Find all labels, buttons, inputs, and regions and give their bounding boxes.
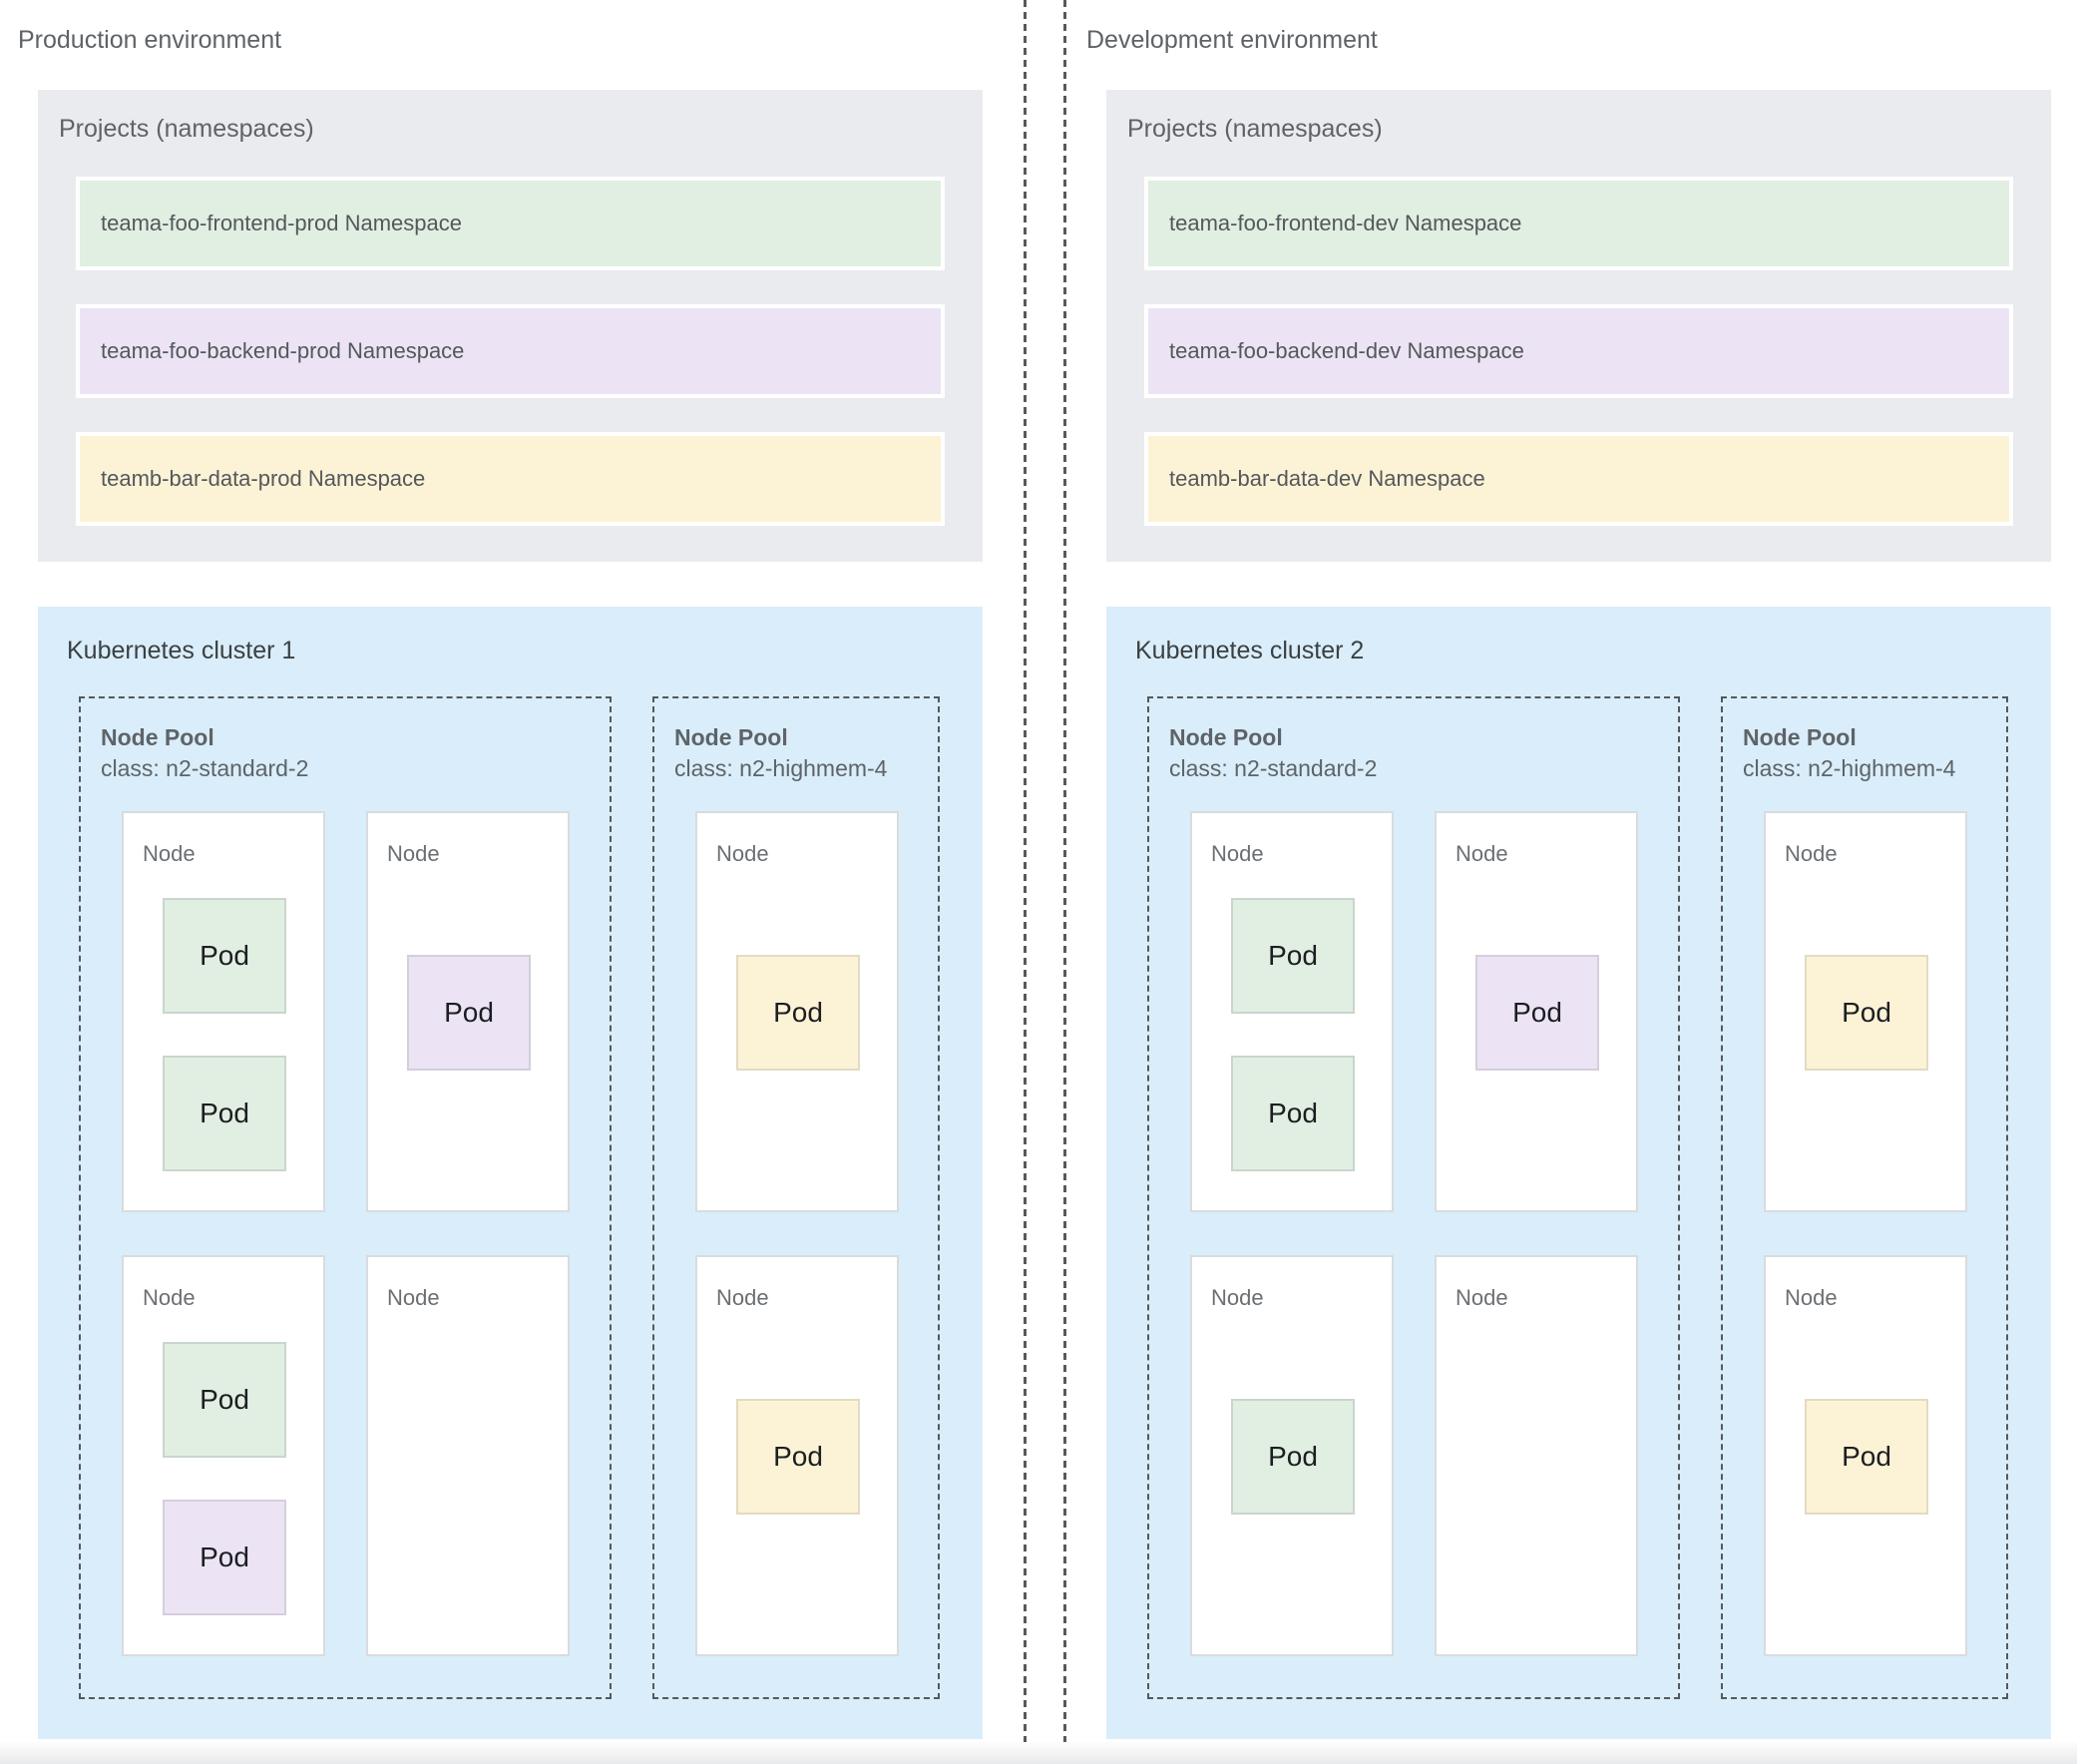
node-label: Node bbox=[387, 841, 440, 866]
node-pool-label: Node Pool class: n2-standard-2 bbox=[101, 722, 308, 784]
namespace-bar-backend-prod: teama-foo-backend-prod Namespace bbox=[76, 304, 945, 398]
node-label: Node bbox=[1455, 841, 1508, 866]
node-label: Node bbox=[1211, 1285, 1264, 1310]
bottom-edge-strip bbox=[0, 1742, 2077, 1764]
production-environment-title: Production environment bbox=[18, 26, 282, 54]
node: Node Pod bbox=[695, 1255, 899, 1656]
node-pool-label: Node Pool class: n2-highmem-4 bbox=[674, 722, 887, 784]
node: Node Pod Pod bbox=[1190, 811, 1394, 1212]
namespace-bar-frontend-dev: teama-foo-frontend-dev Namespace bbox=[1144, 177, 2013, 270]
node-pool-highmem: Node Pool class: n2-highmem-4 Node Pod N… bbox=[652, 696, 940, 1699]
pod: Pod bbox=[1231, 1399, 1355, 1515]
development-environment-title: Development environment bbox=[1086, 26, 1378, 54]
pod: Pod bbox=[163, 1056, 286, 1171]
namespace-bar-frontend-prod: teama-foo-frontend-prod Namespace bbox=[76, 177, 945, 270]
node-label: Node bbox=[1785, 1285, 1838, 1310]
node-pool-class: class: n2-standard-2 bbox=[1169, 755, 1378, 781]
node: Node Pod bbox=[1764, 1255, 1967, 1656]
node-pool-label: Node Pool class: n2-highmem-4 bbox=[1743, 722, 1955, 784]
pod: Pod bbox=[407, 955, 531, 1071]
pod: Pod bbox=[1805, 1399, 1928, 1515]
kubernetes-cluster-2-box: Kubernetes cluster 2 Node Pool class: n2… bbox=[1106, 607, 2051, 1739]
node-pool-standard: Node Pool class: n2-standard-2 Node Pod … bbox=[1147, 696, 1680, 1699]
namespace-bar-data-prod: teamb-bar-data-prod Namespace bbox=[76, 432, 945, 526]
node-pool-class: class: n2-highmem-4 bbox=[1743, 755, 1956, 781]
namespace-label: teama-foo-backend-prod Namespace bbox=[101, 338, 465, 363]
node-pool-title: Node Pool bbox=[1169, 724, 1283, 750]
pod: Pod bbox=[163, 1342, 286, 1458]
pod: Pod bbox=[163, 898, 286, 1014]
namespace-label: teama-foo-frontend-prod Namespace bbox=[101, 211, 462, 235]
pod: Pod bbox=[736, 955, 860, 1071]
node-label: Node bbox=[143, 1285, 196, 1310]
namespace-label: teama-foo-backend-dev Namespace bbox=[1169, 338, 1524, 363]
node-pool-title: Node Pool bbox=[674, 724, 788, 750]
node: Node bbox=[1435, 1255, 1638, 1656]
pod: Pod bbox=[1231, 898, 1355, 1014]
node-label: Node bbox=[387, 1285, 440, 1310]
kubernetes-cluster-1-title: Kubernetes cluster 1 bbox=[67, 637, 296, 664]
pod: Pod bbox=[163, 1500, 286, 1615]
projects-namespaces-title: Projects (namespaces) bbox=[1127, 115, 1383, 143]
node-label: Node bbox=[716, 841, 769, 866]
kubernetes-cluster-1-box: Kubernetes cluster 1 Node Pool class: n2… bbox=[38, 607, 983, 1739]
node-label: Node bbox=[1785, 841, 1838, 866]
namespace-label: teamb-bar-data-dev Namespace bbox=[1169, 466, 1485, 491]
namespace-label: teamb-bar-data-prod Namespace bbox=[101, 466, 426, 491]
production-environment-column: Production environment Projects (namespa… bbox=[0, 0, 1038, 1764]
node: Node Pod bbox=[366, 811, 570, 1212]
node: Node Pod bbox=[1435, 811, 1638, 1212]
namespace-bar-backend-dev: teama-foo-backend-dev Namespace bbox=[1144, 304, 2013, 398]
production-projects-namespaces-box: Projects (namespaces) teama-foo-frontend… bbox=[38, 90, 983, 562]
node-pool-highmem: Node Pool class: n2-highmem-4 Node Pod N… bbox=[1721, 696, 2008, 1699]
node: Node Pod bbox=[1190, 1255, 1394, 1656]
development-projects-namespaces-box: Projects (namespaces) teama-foo-frontend… bbox=[1106, 90, 2051, 562]
node-label: Node bbox=[143, 841, 196, 866]
node: Node bbox=[366, 1255, 570, 1656]
node-pool-class: class: n2-standard-2 bbox=[101, 755, 309, 781]
node: Node Pod bbox=[695, 811, 899, 1212]
node-label: Node bbox=[716, 1285, 769, 1310]
namespace-bar-data-dev: teamb-bar-data-dev Namespace bbox=[1144, 432, 2013, 526]
node-label: Node bbox=[1211, 841, 1264, 866]
kubernetes-cluster-2-title: Kubernetes cluster 2 bbox=[1135, 637, 1365, 664]
pod: Pod bbox=[736, 1399, 860, 1515]
projects-namespaces-title: Projects (namespaces) bbox=[59, 115, 314, 143]
node: Node Pod Pod bbox=[122, 1255, 325, 1656]
namespace-label: teama-foo-frontend-dev Namespace bbox=[1169, 211, 1522, 235]
node-pool-standard: Node Pool class: n2-standard-2 Node Pod … bbox=[79, 696, 612, 1699]
node: Node Pod Pod bbox=[122, 811, 325, 1212]
node: Node Pod bbox=[1764, 811, 1967, 1212]
node-pool-title: Node Pool bbox=[1743, 724, 1857, 750]
pod: Pod bbox=[1475, 955, 1599, 1071]
environment-separator-line bbox=[1063, 0, 1066, 1764]
node-pool-class: class: n2-highmem-4 bbox=[674, 755, 888, 781]
development-environment-column: Development environment Projects (namesp… bbox=[1068, 0, 2077, 1764]
pod: Pod bbox=[1805, 955, 1928, 1071]
environment-separator-line bbox=[1024, 0, 1027, 1764]
node-pool-label: Node Pool class: n2-standard-2 bbox=[1169, 722, 1377, 784]
node-label: Node bbox=[1455, 1285, 1508, 1310]
node-pool-title: Node Pool bbox=[101, 724, 214, 750]
pod: Pod bbox=[1231, 1056, 1355, 1171]
